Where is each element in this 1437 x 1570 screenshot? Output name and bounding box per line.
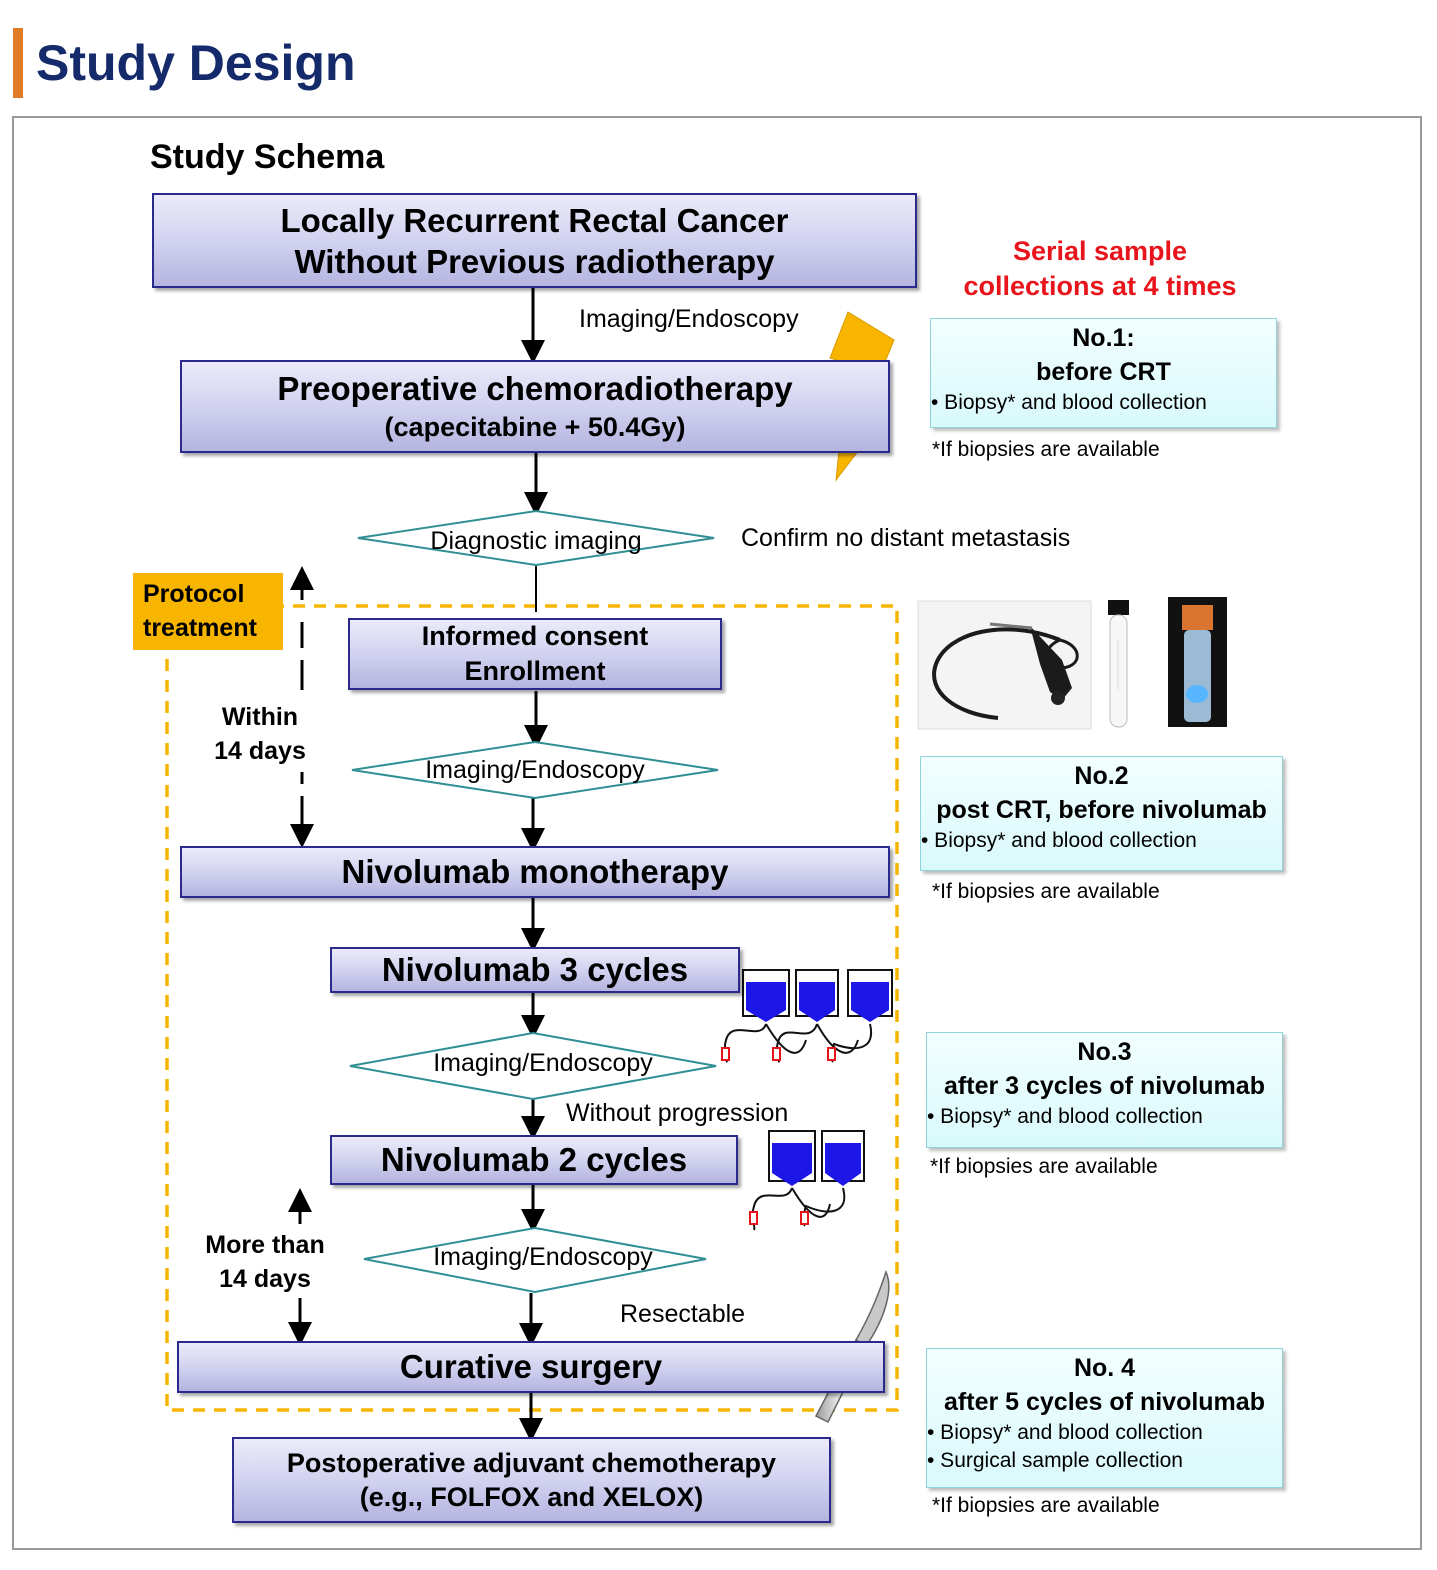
box-line: Nivolumab 2 cycles [380, 1141, 688, 1178]
sample-bullet: • Surgical sample collection [927, 1449, 1183, 1472]
label-resectable: Resectable [620, 1300, 746, 1328]
sample-note: *If biopsies are available [930, 1155, 1158, 1178]
protocol-label-line: treatment [143, 614, 257, 642]
box-line: Enrollment [464, 656, 606, 686]
box-line: Informed consent [421, 621, 649, 651]
sample-subtitle: after 3 cycles of nivolumab [944, 1072, 1265, 1100]
sample-bullet: • Biopsy* and blood collection [921, 829, 1197, 852]
diamond-imaging-endoscopy-3 [363, 1226, 707, 1294]
content-frame [12, 116, 1422, 1550]
box-postoperative-adjuvant-chemotherapy: Postoperative adjuvant chemotherapy (e.g… [232, 1437, 831, 1523]
page-title: Study Design [36, 35, 356, 91]
box-preoperative-chemoradiotherapy: Preoperative chemoradiotherapy (capecita… [180, 360, 890, 453]
iv-bag-icon [721, 969, 893, 1063]
box-line: Nivolumab monotherapy [341, 853, 729, 890]
label-without-progression: Without progression [566, 1099, 789, 1127]
sample-note: *If biopsies are available [932, 438, 1160, 461]
label-confirm-no-distant-metastasis: Confirm no distant metastasis [741, 524, 1071, 552]
decision-diamonds [349, 509, 719, 1294]
sample-title: No.3 [1077, 1038, 1132, 1066]
label-imaging-endoscopy: Imaging/Endoscopy [579, 305, 799, 333]
sample-subtitle: post CRT, before nivolumab [936, 796, 1267, 824]
more-line: 14 days [219, 1265, 311, 1293]
sample-bullet: • Biopsy* and blood collection [931, 391, 1207, 414]
more-than-14-days-label: More than 14 days [195, 1228, 335, 1296]
sample-subtitle: after 5 cycles of nivolumab [944, 1388, 1265, 1416]
diamond-label-diagnostic-imaging: Diagnostic imaging [430, 527, 642, 555]
box-line: Preoperative chemoradiotherapy [277, 369, 793, 407]
diamond-label-imaging-endoscopy: Imaging/Endoscopy [425, 756, 645, 784]
within-14-days-label: Within 14 days [200, 700, 320, 768]
heading-line: collections at 4 times [963, 271, 1237, 301]
box-line: Without Previous radiotherapy [294, 242, 775, 280]
diamond-imaging-endoscopy-2 [349, 1031, 717, 1101]
box-line: Nivolumab 3 cycles [381, 951, 689, 988]
box-nivolumab-monotherapy: Nivolumab monotherapy [180, 846, 890, 898]
box-informed-consent-enrollment: Informed consent Enrollment [348, 618, 722, 690]
endoscope-icon [917, 600, 1092, 730]
box-nivolumab-3-cycles: Nivolumab 3 cycles [330, 947, 740, 993]
title-accent-bar [13, 28, 23, 98]
sample-title: No.2 [1074, 762, 1129, 790]
box-line: (e.g., FOLFOX and XELOX) [359, 1482, 704, 1512]
heading-line: Serial sample [1012, 236, 1188, 266]
iv-bag-icon [749, 1130, 865, 1231]
flow-arrows [519, 288, 548, 1442]
box-line: Locally Recurrent Rectal Cancer [280, 201, 789, 239]
box-line: Postoperative adjuvant chemotherapy [286, 1448, 777, 1478]
sample-box-no4: No. 4 after 5 cycles of nivolumab • Biop… [926, 1348, 1283, 1488]
diamond-imaging-endoscopy-1 [351, 740, 719, 800]
sample-box-no2: No.2 post CRT, before nivolumab • Biopsy… [920, 756, 1283, 871]
sample-bullet: • Biopsy* and blood collection [927, 1105, 1203, 1128]
diamond-label-imaging-endoscopy: Imaging/Endoscopy [433, 1243, 653, 1271]
box-curative-surgery: Curative surgery [177, 1341, 885, 1393]
sample-note: *If biopsies are available [932, 880, 1160, 903]
box-locally-recurrent-rectal-cancer: Locally Recurrent Rectal Cancer Without … [152, 193, 917, 288]
box-nivolumab-2-cycles: Nivolumab 2 cycles [330, 1135, 738, 1185]
protocol-treatment-label: Protocol treatment [133, 573, 283, 650]
schema-title: Study Schema [150, 138, 385, 176]
blood-tube-icon [1108, 600, 1129, 728]
sample-box-no1: No.1: before CRT • Biopsy* and blood col… [930, 318, 1277, 428]
more-line: More than [205, 1231, 325, 1259]
sample-title: No.1: [1072, 324, 1135, 352]
within-line: 14 days [214, 737, 306, 765]
sample-bullet: • Biopsy* and blood collection [927, 1421, 1203, 1444]
box-line: Curative surgery [399, 1348, 663, 1385]
sample-title: No. 4 [1073, 1354, 1136, 1382]
sample-subtitle: before CRT [1036, 358, 1171, 386]
sample-box-no3: No.3 after 3 cycles of nivolumab • Biops… [926, 1032, 1283, 1148]
sample-tube-icon [1168, 597, 1227, 727]
diamond-label-imaging-endoscopy: Imaging/Endoscopy [433, 1049, 653, 1077]
protocol-label-line: Protocol [143, 580, 245, 608]
diamond-diagnostic-imaging [357, 509, 715, 567]
box-line: (capecitabine + 50.4Gy) [384, 411, 686, 442]
sample-note: *If biopsies are available [932, 1494, 1160, 1517]
serial-sample-heading: Serial sample collections at 4 times [930, 234, 1270, 304]
within-line: Within [221, 703, 299, 731]
